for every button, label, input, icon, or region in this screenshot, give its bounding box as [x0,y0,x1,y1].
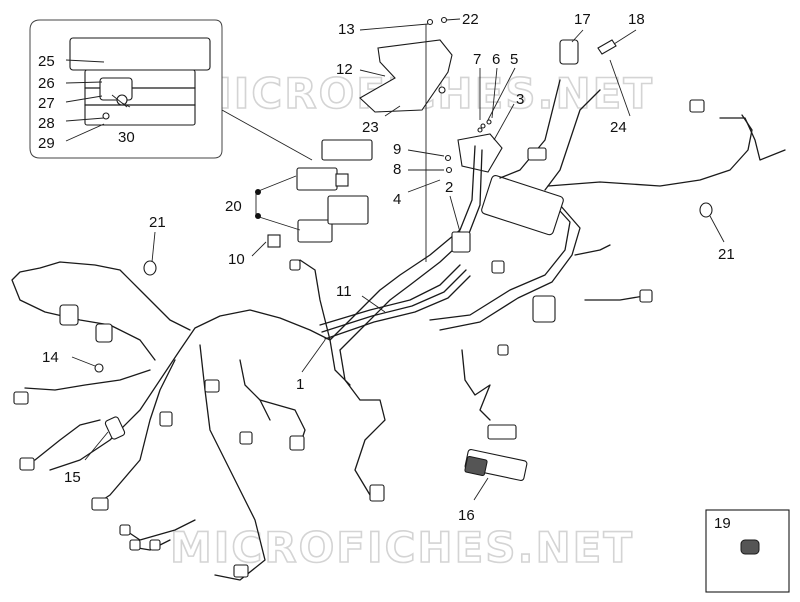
callout-6: 6 [492,51,500,68]
callout-22: 22 [462,11,479,28]
bracket-assembly [359,16,516,262]
inset-detail [29,19,313,161]
callout-16: 16 [458,507,475,524]
callout-21a: 21 [149,214,166,231]
callout-29: 29 [38,135,55,152]
callout-1: 1 [296,376,304,393]
callout-13: 13 [338,21,355,38]
callout-24: 24 [610,119,627,136]
relay-group [255,139,373,248]
callout-8: 8 [393,161,401,178]
watermark-bottom: MICROFICHES.NET [170,523,634,572]
callout-7: 7 [473,51,481,68]
callout-19: 19 [714,515,731,532]
callout-11: 11 [336,283,352,300]
callout-17: 17 [574,11,591,28]
callout-5: 5 [510,51,518,68]
callout-9: 9 [393,141,401,158]
callout-14: 14 [42,349,59,366]
callouts: 1 2 3 4 5 6 7 8 9 10 11 12 13 14 15 16 1… [38,11,735,532]
callout-23: 23 [362,119,379,136]
callout-28: 28 [38,115,55,132]
callout-25: 25 [38,53,55,70]
callout-15: 15 [64,469,81,486]
callout-27: 27 [38,95,55,112]
callout-26: 26 [38,75,55,92]
part-19-box [705,509,790,593]
callout-30: 30 [118,129,135,146]
callout-10: 10 [228,251,245,268]
callout-20: 20 [225,198,242,215]
callout-18: 18 [628,11,645,28]
main-harness [11,29,786,581]
callout-12: 12 [336,61,353,78]
callout-4: 4 [393,191,401,208]
callout-3: 3 [516,91,524,108]
callout-21b: 21 [718,246,735,263]
callout-2: 2 [445,179,453,196]
